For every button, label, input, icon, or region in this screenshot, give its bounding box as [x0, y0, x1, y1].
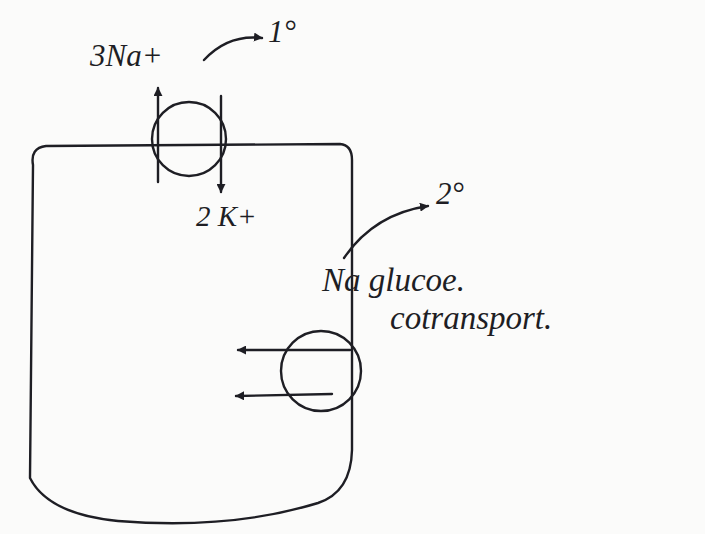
glucose-in-arrow: [236, 394, 332, 396]
transport-order-label: 1°: [268, 14, 296, 50]
primary-pointer-arrow: [204, 37, 262, 60]
cotransporter: [281, 331, 361, 411]
transporter-label: Na glucoe. cotransport.: [322, 262, 630, 338]
ion-label: 3Na+: [90, 38, 163, 74]
potassium-in-arrow: [220, 96, 222, 192]
sodium-out-arrow: [157, 88, 159, 182]
ion-label: 2 K+: [196, 200, 257, 233]
transport-order-label: 2°: [436, 176, 464, 212]
sodium-potassium-pump: [152, 102, 226, 176]
secondary-pointer-arrow: [344, 206, 428, 258]
sodium-in-arrow: [238, 349, 350, 351]
